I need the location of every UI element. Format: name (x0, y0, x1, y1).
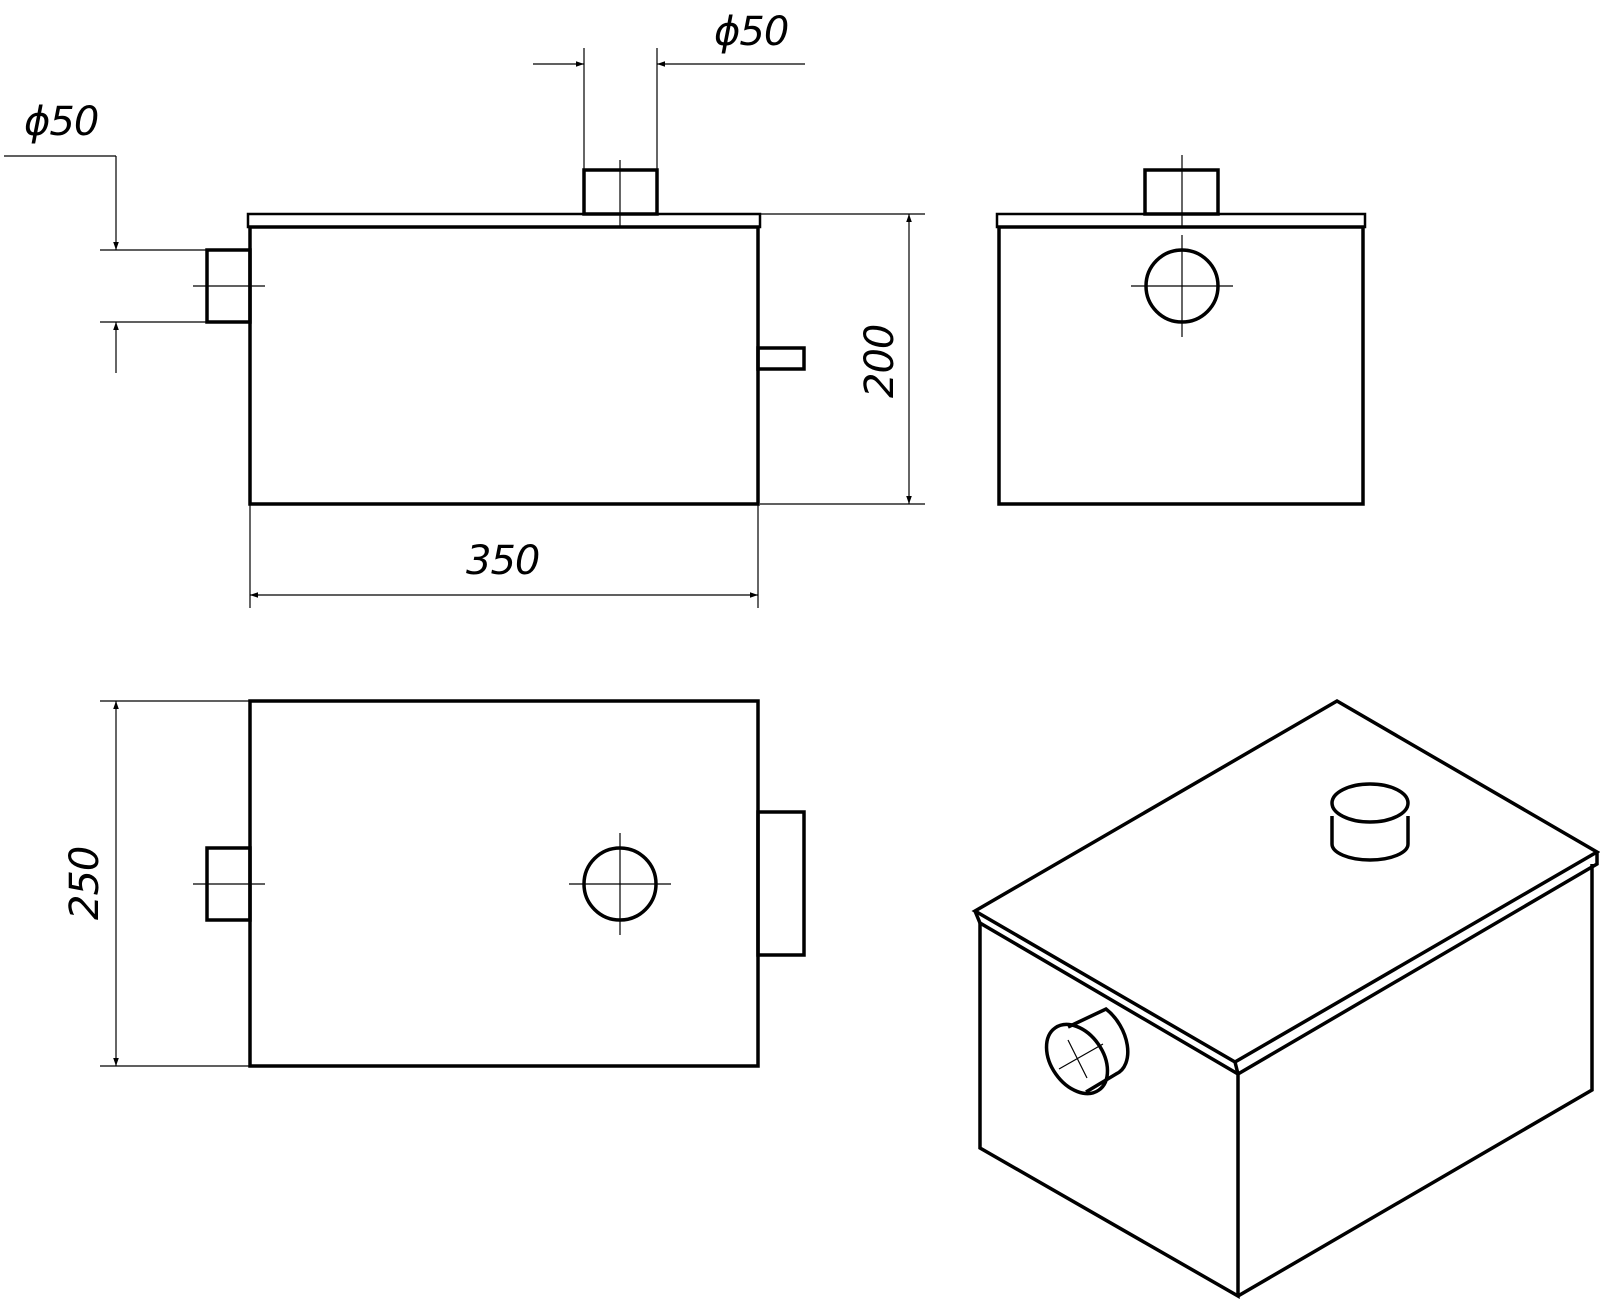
dimension-diameter-left: ϕ50 (4, 99, 207, 373)
front-lid (246, 212, 762, 229)
iso-lid-top (971, 698, 1600, 1065)
top-body (248, 699, 760, 1068)
dimension-diameter-left-label: ϕ50 (24, 99, 98, 145)
top-right-outlet (756, 810, 806, 957)
dimension-width: 250 (62, 700, 250, 1067)
dimension-length: 350 (249, 504, 759, 608)
iso-top-pipe (1330, 782, 1410, 862)
dimension-diameter-top: ϕ50 (533, 9, 805, 170)
front-body (248, 225, 760, 506)
dimension-height-label: 200 (857, 325, 903, 398)
side-view (995, 155, 1367, 506)
side-lid (995, 212, 1367, 229)
top-view (193, 699, 806, 1068)
isometric-view (971, 698, 1600, 1299)
front-view (193, 160, 806, 506)
iso-body-right-face (1237, 864, 1594, 1298)
iso-side-pipe (1044, 1006, 1130, 1096)
iso-body-left-face (978, 923, 1240, 1299)
dimension-height: 200 (760, 213, 925, 505)
dimension-width-label: 250 (62, 847, 108, 920)
dimension-length-label: 350 (466, 538, 539, 584)
side-body (997, 225, 1365, 506)
front-right-pipe (756, 346, 806, 371)
dimension-diameter-top-label: ϕ50 (714, 9, 788, 55)
